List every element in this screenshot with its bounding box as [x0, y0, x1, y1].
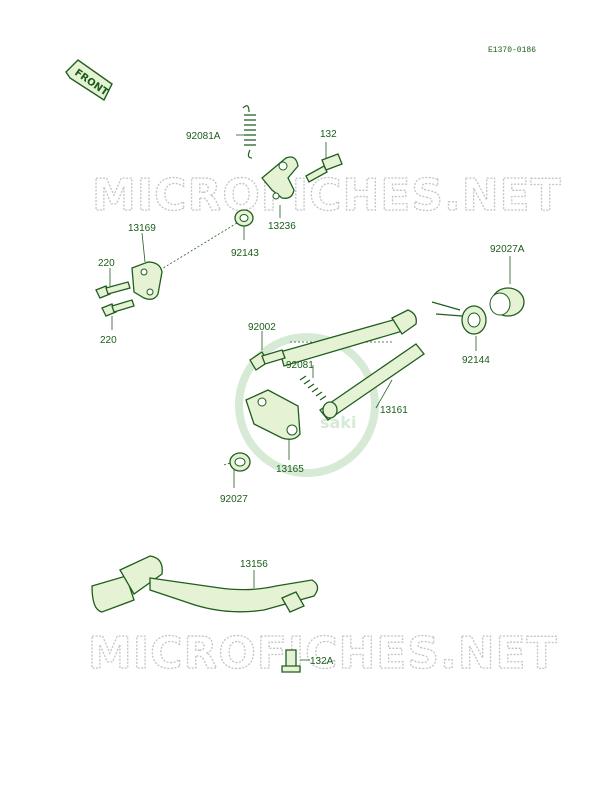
bolt-220-upper: [95, 281, 131, 299]
part-label-132: 132: [320, 129, 337, 140]
bolt-132: [305, 153, 343, 183]
part-label-13161: 13161: [380, 405, 408, 416]
part-label-92081: 92081: [286, 360, 314, 371]
front-arrow-icon: FRONT: [65, 59, 113, 102]
bolt-132A: [281, 649, 301, 673]
part-label-132A: 132A: [310, 656, 334, 667]
part-label-92144: 92144: [462, 355, 490, 366]
spring-92081: [299, 375, 327, 401]
part-label-92027A: 92027A: [490, 244, 525, 255]
washer-92027: [229, 452, 251, 472]
leader-lines: [109, 134, 511, 661]
part-label-13169: 13169: [128, 223, 156, 234]
pedal-13156: [91, 555, 319, 613]
shaft-13161: [279, 309, 425, 421]
plate-13165: [245, 389, 338, 440]
watermark-top: MICROFICHES.NET: [92, 170, 562, 221]
bolt-92002: [249, 349, 286, 371]
plate-13169: [131, 261, 163, 300]
washer-92143: [234, 209, 254, 227]
part-label-13236: 13236: [268, 221, 296, 232]
lever-13236: [261, 156, 299, 200]
part-label-92081A: 92081A: [186, 131, 221, 142]
part-label-220-upper: 220: [98, 258, 115, 269]
diagram-code: E1370-0186: [488, 46, 536, 55]
part-label-13165: 13165: [276, 464, 304, 475]
spring-92144: [431, 301, 487, 335]
part-label-92027: 92027: [220, 494, 248, 505]
part-label-92143: 92143: [231, 248, 259, 259]
part-label-92002: 92002: [248, 322, 276, 333]
spring-92081A: [242, 105, 256, 159]
watermark-bottom: MICROFICHES.NET: [88, 628, 558, 679]
bolt-220-lower: [101, 299, 135, 317]
part-label-13156: 13156: [240, 559, 268, 570]
collar-92027A: [489, 287, 525, 317]
part-label-220-lower: 220: [100, 335, 117, 346]
part-labels: 92081A 132 13236 13169 92143 220 220 920…: [98, 129, 525, 667]
